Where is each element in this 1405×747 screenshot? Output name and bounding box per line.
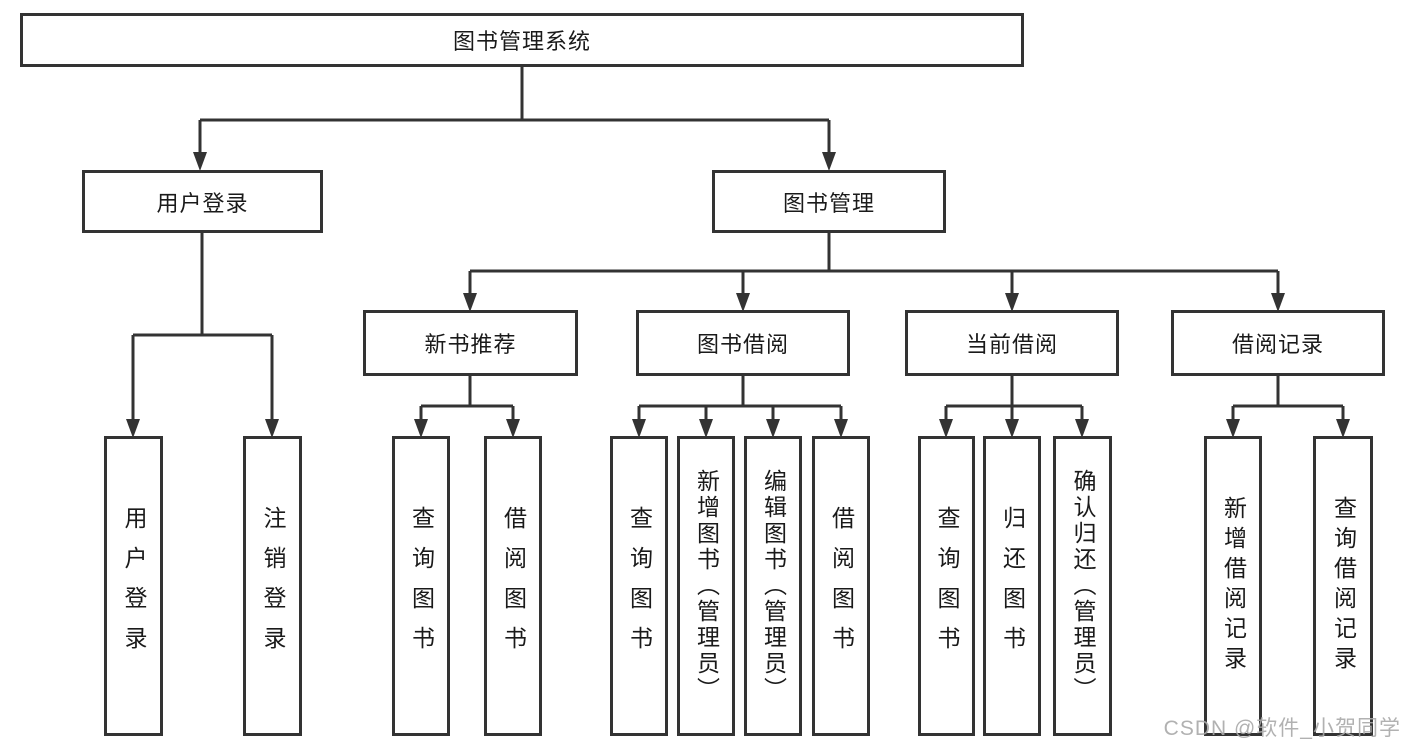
leaf-add-borrow-record: 新增借阅记录 [1204, 436, 1262, 736]
connector-borrowing-records [1231, 376, 1345, 423]
leaf-logout-label: 注销登录 [260, 506, 286, 666]
leaf-logout: 注销登录 [243, 436, 302, 736]
leaf-query-borrow-record-label: 查询借阅记录 [1330, 496, 1357, 676]
connector-user-login [131, 233, 274, 422]
leaf-query-books-3-label: 查询图书 [934, 506, 960, 666]
leaf-query-books-2: 查询图书 [610, 436, 668, 736]
leaf-return-books: 归还图书 [983, 436, 1041, 736]
leaf-confirm-return-admin: 确认归还（管理员） [1053, 436, 1112, 736]
node-borrowing-records: 借阅记录 [1171, 310, 1385, 376]
leaf-add-books-admin: 新增图书（管理员） [677, 436, 735, 736]
arrowheads [126, 152, 1350, 438]
leaf-query-borrow-record: 查询借阅记录 [1313, 436, 1373, 736]
leaf-add-borrow-record-label: 新增借阅记录 [1220, 496, 1247, 676]
node-library-system: 图书管理系统 [20, 13, 1024, 67]
leaf-borrow-books-2-label: 借阅图书 [828, 506, 855, 666]
leaf-query-books-2-label: 查询图书 [626, 506, 653, 666]
leaf-edit-books-admin-label: 编辑图书（管理员） [760, 469, 787, 703]
node-new-book-recommend: 新书推荐 [363, 310, 578, 376]
leaf-edit-books-admin: 编辑图书（管理员） [744, 436, 802, 736]
connector-book-management [468, 233, 1280, 297]
node-book-management: 图书管理 [712, 170, 946, 233]
leaf-borrow-books-2: 借阅图书 [812, 436, 870, 736]
node-book-borrowing: 图书借阅 [636, 310, 850, 376]
leaf-user-login: 用户登录 [104, 436, 163, 736]
leaf-query-books-3: 查询图书 [918, 436, 975, 736]
leaf-confirm-return-admin-label: 确认归还（管理员） [1070, 469, 1096, 703]
watermark: CSDN @软件_小贺同学 [1163, 717, 1401, 740]
connector-root [198, 67, 831, 156]
leaf-query-books-1: 查询图书 [392, 436, 450, 736]
leaf-add-books-admin-label: 新增图书（管理员） [693, 469, 720, 703]
node-user-login: 用户登录 [82, 170, 323, 233]
leaf-user-login-label: 用户登录 [121, 506, 147, 666]
leaf-return-books-label: 归还图书 [999, 506, 1026, 666]
connector-new-book [419, 376, 515, 423]
connector-current-borrowing [944, 376, 1084, 423]
leaf-borrow-books-1: 借阅图书 [484, 436, 542, 736]
connector-book-borrowing [637, 376, 843, 423]
leaf-query-books-1-label: 查询图书 [408, 506, 435, 666]
leaf-borrow-books-1-label: 借阅图书 [500, 506, 527, 666]
node-current-borrowing: 当前借阅 [905, 310, 1119, 376]
